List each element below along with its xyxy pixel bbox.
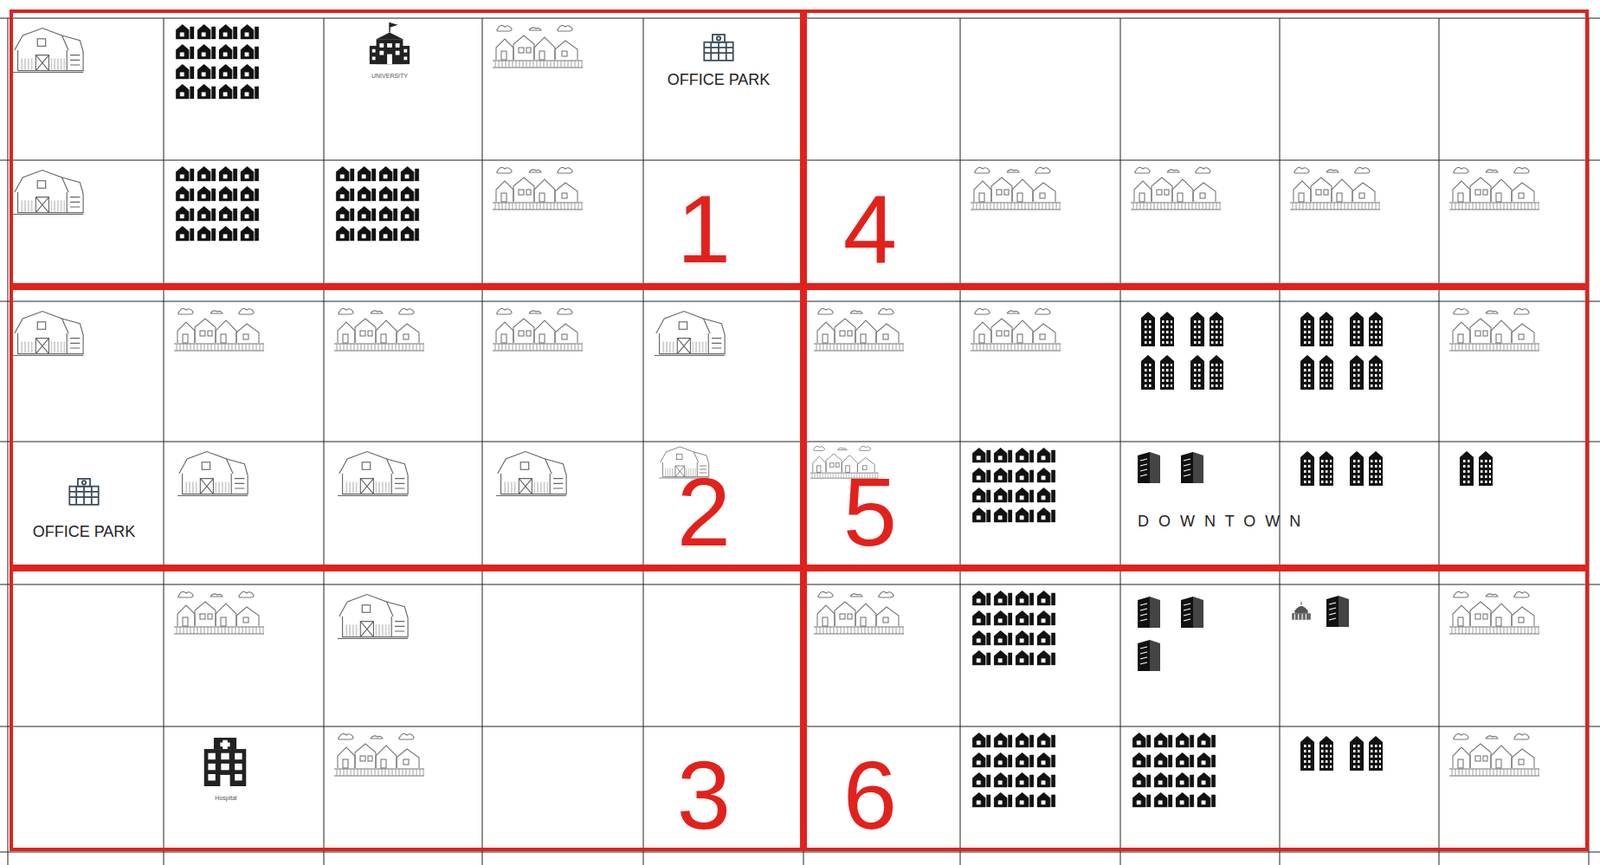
region-number: 3 xyxy=(677,747,731,845)
map-label: UNIVERSITY xyxy=(371,72,408,80)
district-region: 4 xyxy=(803,9,1589,287)
region-number: 4 xyxy=(843,180,897,278)
map-label: D O W N T O W N xyxy=(1137,513,1304,531)
district-region: 1 xyxy=(9,9,804,287)
district-region: 3 xyxy=(9,567,804,852)
region-number: 2 xyxy=(677,464,731,562)
region-number: 6 xyxy=(843,747,897,845)
district-region: 6 xyxy=(803,567,1589,852)
map-label: OFFICE PARK xyxy=(32,523,136,542)
map-label: Hospital xyxy=(214,794,237,802)
map-label: OFFICE PARK xyxy=(667,71,771,90)
region-number: 1 xyxy=(677,180,731,278)
region-number: 5 xyxy=(843,464,897,562)
